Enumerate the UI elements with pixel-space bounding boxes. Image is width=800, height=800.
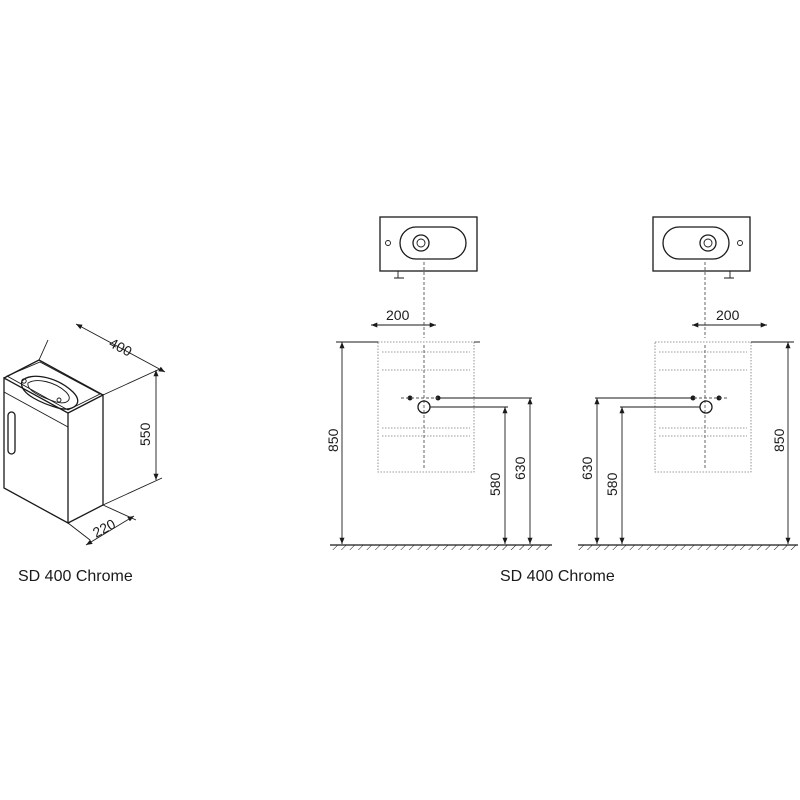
iso-basin-bowl <box>21 375 79 410</box>
iso-cabinet-top <box>3 359 104 396</box>
plan-bracket-right <box>724 271 734 279</box>
iso-door-handle <box>7 411 16 455</box>
iso-ext-line <box>102 367 163 396</box>
dim-height-left: 850 <box>325 428 341 452</box>
plan-basin-left <box>379 216 478 272</box>
plan-drain-right <box>699 234 717 252</box>
plan-basin-right <box>652 216 751 272</box>
iso-door-top-line <box>3 391 69 428</box>
front-view-left: 200 850 580 630 <box>325 216 552 550</box>
floor-hatch-left <box>330 545 552 550</box>
iso-ext-line <box>38 339 49 361</box>
isometric-view: 400 550 220 <box>3 323 166 546</box>
dim-supply-left: 630 <box>512 456 528 480</box>
front-view-right: 200 630 580 850 <box>578 216 798 550</box>
dim-supply-right: 630 <box>579 456 595 480</box>
dim-offset-left: 200 <box>386 307 410 323</box>
floor-hatch-right <box>578 545 798 550</box>
dim-height-right: 850 <box>771 428 787 452</box>
iso-dim-width: 400 <box>107 335 135 360</box>
plan-tap-hole-right <box>737 240 743 246</box>
iso-dim-line-220 <box>85 515 135 546</box>
cabinet-left <box>377 341 475 473</box>
iso-ext-line <box>102 477 163 506</box>
plan-drain-left <box>412 234 430 252</box>
drain-pipe-right <box>699 400 713 414</box>
dim-drain-left: 580 <box>487 472 503 496</box>
plan-bowl-right <box>662 226 730 260</box>
iso-basin-inner <box>27 380 70 404</box>
iso-cabinet-side <box>67 393 104 524</box>
plan-drain-inner-right <box>703 238 713 248</box>
caption-left: SD 400 Chrome <box>18 568 133 585</box>
dim-offset-right: 200 <box>716 307 740 323</box>
plan-bowl-left <box>399 226 467 260</box>
iso-drain <box>56 397 62 403</box>
iso-tap-hole <box>21 378 27 384</box>
caption-right: SD 400 Chrome <box>500 568 615 585</box>
iso-dim-height: 550 <box>137 422 153 446</box>
plan-bracket-left <box>394 271 404 279</box>
dim-drain-right: 580 <box>604 472 620 496</box>
supply-pipe-left-a <box>407 395 413 401</box>
iso-ext-line <box>67 522 91 541</box>
iso-dim-line-400 <box>75 323 166 373</box>
iso-dim-depth: 220 <box>90 515 118 540</box>
plan-tap-hole-left <box>385 240 391 246</box>
plan-drain-inner-left <box>416 238 426 248</box>
